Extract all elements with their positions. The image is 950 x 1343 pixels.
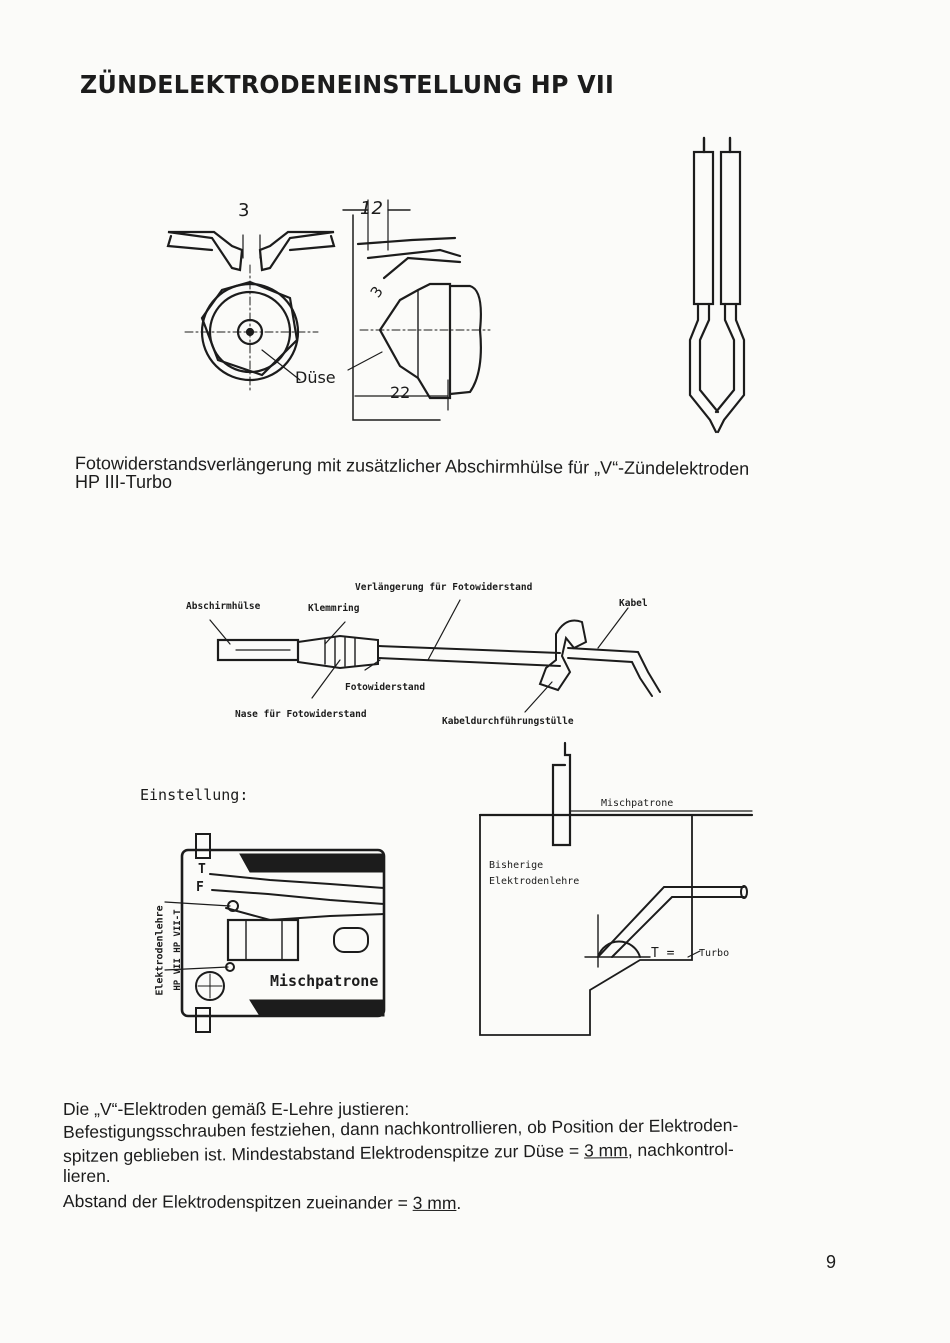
body-line-3-text: spitzen geblieben ist. Mindestabstand El… [63,1140,580,1166]
label-einstellung: Einstellung: [140,786,249,804]
label-turbo: Turbo [699,948,730,959]
body-line-3-end: , nachkontrol- [627,1138,734,1161]
page-number: 9 [826,1252,837,1272]
caption-line-2: HP III-Turbo [75,472,173,492]
dimension-12: 12 [360,198,383,219]
label-mischpatrone: Mischpatrone [601,798,674,809]
dimension-22: 22 [390,383,411,402]
label-nase: Nase für Fotowiderstand [235,709,367,720]
body-line-5-end: . [456,1193,462,1214]
label-verlaengerung: Verlängerung für Fotowiderstand [355,582,533,593]
photoresistor-extension-figure [209,599,661,713]
label-t-equals: T = [651,946,675,961]
body-line-5: Abstand der Elektrodenspitzen zueinander… [63,1191,461,1214]
page-title: ZÜNDELEKTRODENEINSTELLUNG HP VII [80,70,615,99]
label-klemmring: Klemmring [308,603,360,614]
gauge-label-mischpatrone: Mischpatrone [270,972,379,990]
body-line-4: lieren. [63,1166,111,1186]
electrode-gauge-figure [164,833,386,1033]
min-distance-value: 3 mm [583,1140,628,1161]
tip-distance-value: 3 mm [412,1192,457,1214]
body-line-3: spitzen geblieben ist. Mindestabstand El… [63,1139,734,1167]
label-elektrodenlehre: Elektrodenlehre [489,876,580,887]
gauge-mark-t: T [198,862,206,877]
body-line-5-text: Abstand der Elektrodenspitzen zueinander… [62,1191,408,1213]
mixing-head-figure [478,741,754,1036]
dimension-3-top: 3 [238,200,250,221]
caption-line-1: Fotowiderstandsverlängerung mit zusätzli… [74,452,750,479]
label-bisherige: Bisherige [489,860,544,871]
electrode-geometry-figure [166,136,746,434]
label-duese: Düse [295,368,336,387]
body-line-1: Die „V“-Elektroden gemäß E-Lehre justier… [63,1099,410,1119]
label-fotowiderstand: Fotowiderstand [345,682,426,693]
label-kabeldurchfuehrung: Kabeldurchführungstülle [442,716,574,727]
label-kabel: Kabel [619,598,648,609]
gauge-mark-f: F [196,880,204,895]
label-abschirmhuelse: Abschirmhülse [186,601,261,612]
